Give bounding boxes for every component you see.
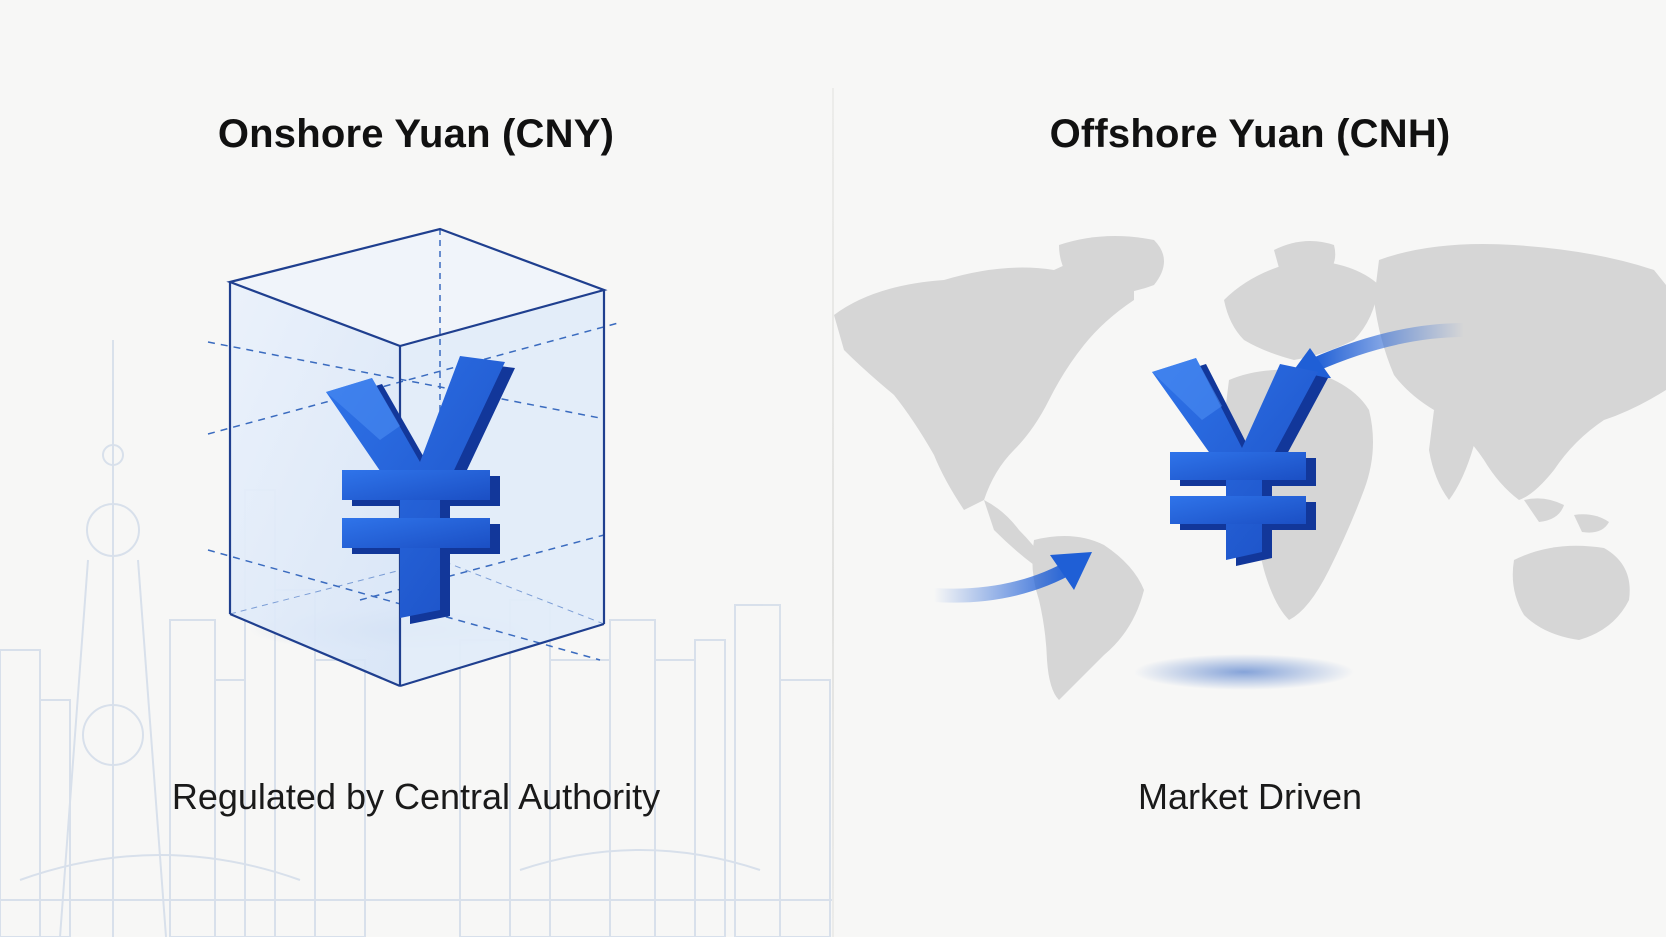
offshore-title: Offshore Yuan (CNH) xyxy=(1049,112,1451,156)
panel-divider xyxy=(832,88,834,937)
onshore-panel: Onshore Yuan (CNY) Regulated by Central … xyxy=(0,0,832,937)
yuan-symbol-icon xyxy=(326,356,515,624)
onshore-caption: Regulated by Central Authority xyxy=(171,776,661,817)
skyline-and-box-illustration xyxy=(0,227,832,937)
world-map-illustration xyxy=(834,236,1666,700)
yuan-symbol-icon xyxy=(1152,358,1328,566)
offshore-caption: Market Driven xyxy=(1137,776,1363,817)
onshore-title: Onshore Yuan (CNY) xyxy=(217,112,615,156)
flow-arrow-left-icon xyxy=(927,552,1092,603)
offshore-panel: Offshore Yuan (CNH) Market Driven xyxy=(834,0,1666,937)
